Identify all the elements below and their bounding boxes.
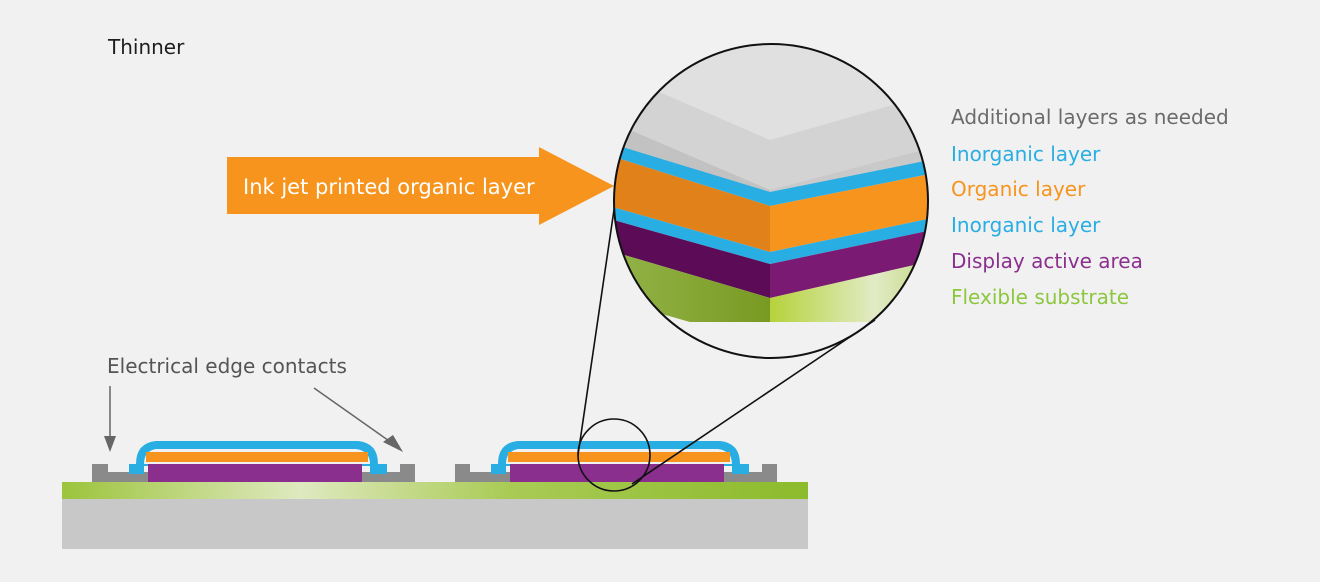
zoom-inorganic-left-2 [614,192,770,264]
display-active-area [148,464,362,482]
device-right [455,441,777,482]
zoom-line-left [577,202,616,456]
contact-arrow-head-left [104,436,116,452]
diagram-title: Thinner [107,35,185,59]
zoom-line-right [631,319,876,485]
contact-arrow-head-right [383,435,403,452]
zoom-view [614,44,928,358]
display-active-area-2 [510,464,724,482]
organic-layer [146,452,368,462]
inorganic-encapsulation [129,441,387,474]
arrow-ink-jet-label: Ink jet printed organic layer [243,175,535,199]
arrow-ink-jet-shape [227,147,614,225]
contact-arrows [104,386,403,452]
layer-legend: Additional layers as needed Inorganic la… [951,105,1229,309]
contacts-label: Electrical edge contacts [107,354,347,378]
legend-item-additional: Additional layers as needed [951,105,1229,129]
edge-contact-left [92,464,150,482]
zoom-inorganic-left-1 [614,128,770,206]
organic-layer-2 [508,452,730,462]
edge-contact-left-2 [455,464,512,482]
legend-item-inorganic-bottom: Inorganic layer [951,213,1101,237]
legend-item-organic: Organic layer [951,177,1086,201]
zoom-active-left [614,205,770,298]
arrow-ink-jet: Ink jet printed organic layer [227,147,614,225]
zoom-organic-left [614,140,770,252]
legend-item-inorganic-top: Inorganic layer [951,142,1101,166]
magnifier-large [613,43,929,359]
flexible-substrate-strip [62,482,808,499]
inorganic-encapsulation-2 [491,441,749,474]
zoom-substrate-left [614,236,770,345]
device-left [92,441,415,482]
zoom-gray-left [614,100,770,200]
base-layer [62,499,808,549]
legend-item-active-area: Display active area [951,249,1143,273]
legend-item-substrate: Flexible substrate [951,285,1129,309]
